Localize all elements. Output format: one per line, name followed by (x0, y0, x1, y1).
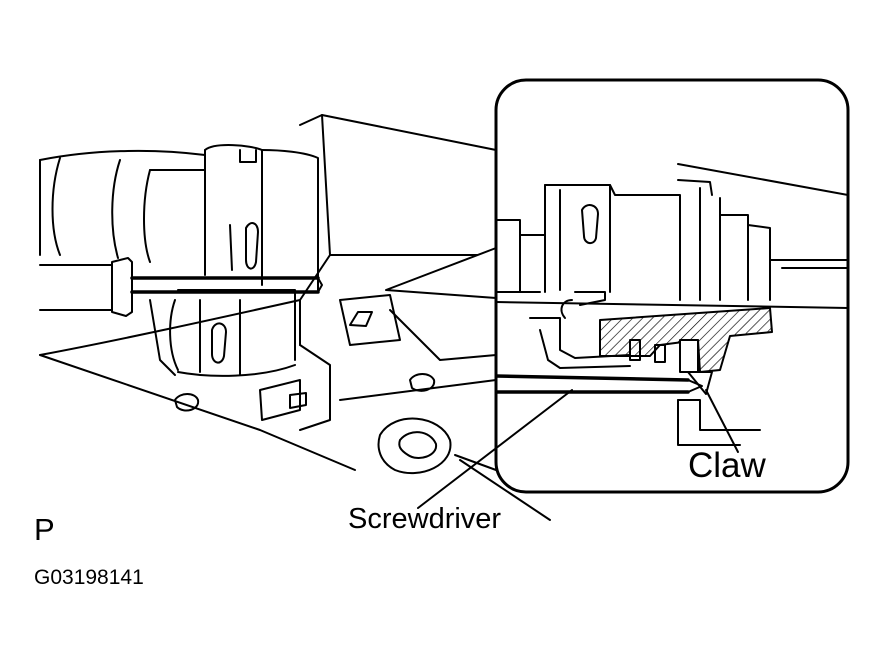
claw-label: Claw (688, 446, 766, 485)
solenoid-upper (39, 144, 319, 291)
view-marker-label: P (34, 512, 55, 547)
screwdriver-label: Screwdriver (348, 503, 502, 535)
screwdriver-main (39, 257, 323, 317)
solenoid-lower (149, 289, 296, 377)
detail-inset (494, 78, 850, 494)
screwdriver-leader (417, 389, 573, 509)
housing (39, 114, 551, 521)
figure-code-label: G03198141 (34, 566, 144, 589)
callout-pointer (385, 247, 497, 299)
claw-leader (705, 389, 739, 453)
